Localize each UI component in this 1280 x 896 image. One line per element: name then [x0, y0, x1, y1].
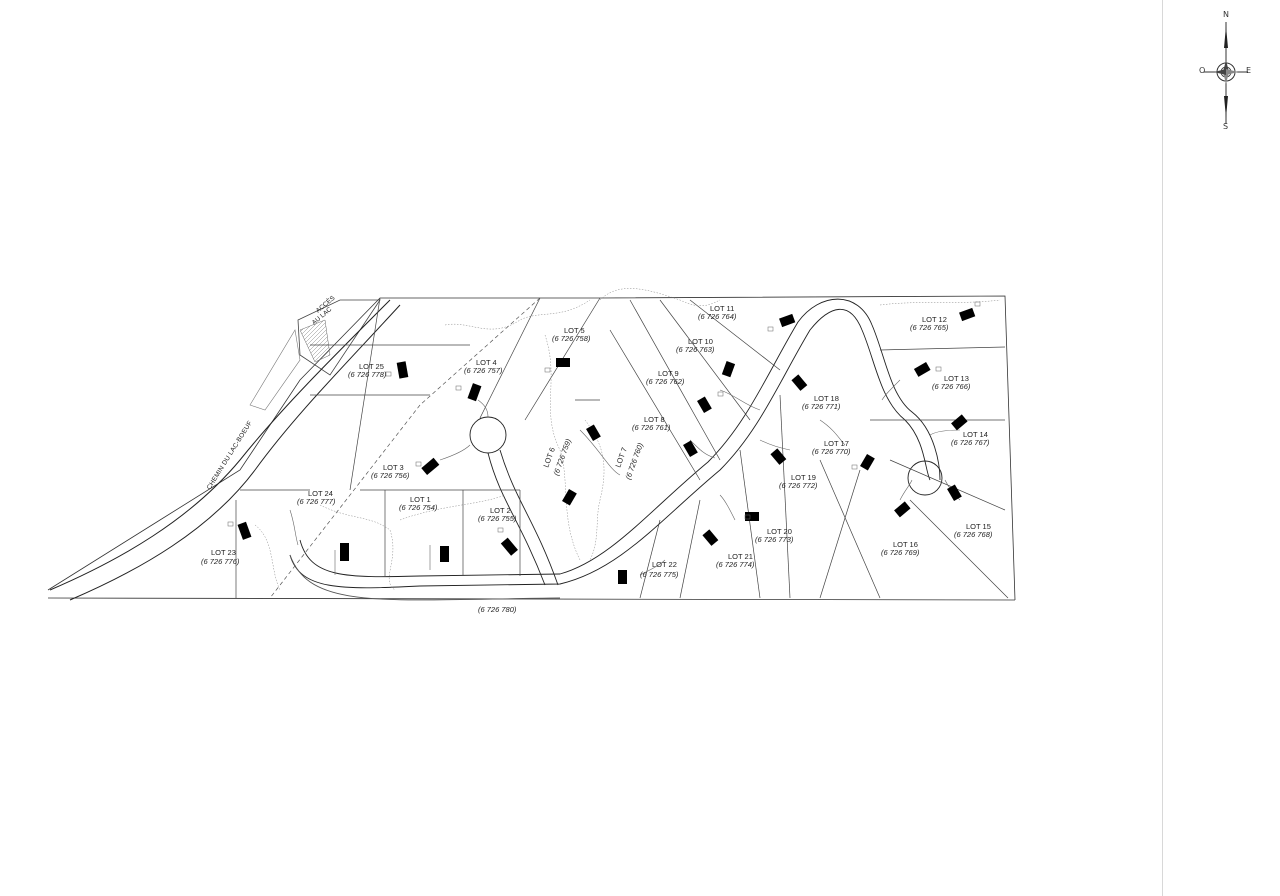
compass-south-label: S	[1223, 122, 1229, 131]
internal-street	[289, 298, 943, 601]
north-arrow-compass: N S E O	[1196, 8, 1256, 138]
lot-9-number: (6 726 762)	[646, 377, 685, 386]
lot-19-name: LOT 19	[791, 473, 816, 482]
lot-17-number: (6 726 770)	[812, 447, 851, 456]
lot-16-number: (6 726 769)	[881, 548, 920, 557]
lot-24-number: (6 726 777)	[297, 497, 336, 506]
lot-2-number: (6 726 755)	[478, 514, 517, 523]
lot-1-number: (6 726 754)	[399, 503, 438, 512]
lot-11-number: (6 726 764)	[698, 312, 737, 321]
lot-8-number: (6 726 761)	[632, 423, 671, 432]
sheet-margin-line	[1162, 0, 1163, 896]
lot-10-name: LOT 10	[688, 337, 713, 346]
lot-13-name: LOT 13	[944, 374, 969, 383]
property-boundary	[47, 295, 1016, 601]
septic-symbols	[227, 301, 981, 533]
lot-12-number: (6 726 765)	[910, 323, 949, 332]
lot-18-name: LOT 18	[814, 394, 839, 403]
lot-19-number: (6 726 772)	[779, 481, 818, 490]
lot-13-number: (6 726 766)	[932, 382, 971, 391]
lot-17-name: LOT 17	[824, 439, 849, 448]
lot-2-name: LOT 2	[490, 506, 511, 515]
lot-18-number: (6 726 771)	[802, 402, 841, 411]
lot-22-name: LOT 22	[652, 560, 677, 569]
lot-labels: LOT 1 (6 726 754) LOT 2 (6 726 755) LOT …	[201, 304, 993, 579]
lot-21-name: LOT 21	[728, 552, 753, 561]
compass-north-label: N	[1223, 10, 1229, 19]
vegetation-contours	[254, 288, 1001, 591]
lot-5-number: (6 726 758)	[552, 334, 591, 343]
lot-15-name: LOT 15	[966, 522, 991, 531]
lot-4-name: LOT 4	[476, 358, 497, 367]
lot-4-number: (6 726 757)	[464, 366, 503, 375]
compass-rose-icon	[1204, 22, 1248, 124]
lot-25-number: (6 726 778)	[348, 370, 387, 379]
lot-6-number: (6 726 759)	[551, 437, 573, 477]
lot-3-name: LOT 3	[383, 463, 404, 472]
compass-west-label: O	[1199, 66, 1206, 75]
house-footprints	[237, 307, 976, 584]
lot-7-number: (6 726 760)	[623, 441, 645, 481]
lot-21-number: (6 726 774)	[716, 560, 755, 569]
dashed-lines	[269, 297, 541, 599]
lot-15-number: (6 726 768)	[954, 530, 993, 539]
lot-22-number: (6 726 775)	[640, 570, 679, 579]
lot-7-name: LOT 7	[613, 446, 629, 469]
road-chemin-du-lac-boeuf	[49, 299, 401, 601]
lot-11-name: LOT 11	[710, 304, 734, 313]
lot-12-name: LOT 12	[922, 315, 947, 324]
lot-23-name: LOT 23	[211, 548, 236, 557]
lot-1-name: LOT 1	[410, 495, 431, 504]
lot-16-name: LOT 16	[893, 540, 918, 549]
lot-20-name: LOT 20	[767, 527, 792, 536]
lot-5-name: LOT 5	[564, 326, 585, 335]
lot-20-number: (6 726 773)	[755, 535, 794, 544]
lot-3-number: (6 726 756)	[371, 471, 410, 480]
bottom-parcel-number: (6 726 780)	[478, 605, 517, 614]
compass-east-label: E	[1246, 66, 1252, 75]
lot-8-name: LOT 8	[644, 415, 665, 424]
lot-25-name: LOT 25	[359, 362, 384, 371]
lake-access-strip	[249, 299, 381, 411]
lot-14-name: LOT 14	[963, 430, 988, 439]
lot-14-number: (6 726 767)	[951, 438, 990, 447]
lot-10-number: (6 726 763)	[676, 345, 715, 354]
lot-9-name: LOT 9	[658, 369, 679, 378]
lot-23-number: (6 726 776)	[201, 557, 240, 566]
lot-24-name: LOT 24	[308, 489, 333, 498]
